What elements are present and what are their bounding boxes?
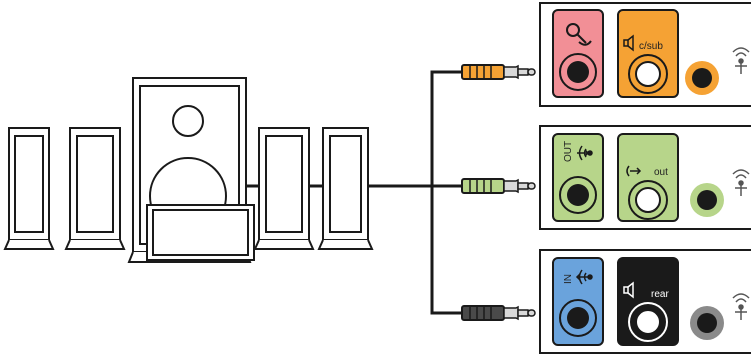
line-out-jack[interactable]: OUT	[552, 133, 604, 222]
jack-panel-1: c/sub	[539, 2, 751, 107]
front-out-jack[interactable]: out	[617, 133, 679, 222]
right-front-speaker	[253, 127, 315, 250]
line-in-label: IN	[563, 274, 574, 284]
center-sub-jack[interactable]: c/sub	[617, 9, 679, 98]
plug-green	[461, 178, 536, 194]
speaker-system	[3, 77, 374, 263]
orange-jack[interactable]	[685, 61, 719, 95]
line-in-jack[interactable]: IN	[552, 257, 604, 346]
speaker-icon	[623, 281, 634, 299]
usb-symbol-icon	[732, 293, 750, 320]
left-front-speaker	[64, 127, 126, 250]
green-jack[interactable]	[690, 183, 724, 217]
left-rear-speaker	[3, 127, 55, 250]
center-speaker	[146, 204, 255, 261]
plug-black	[461, 305, 536, 321]
cable-bundle	[246, 70, 462, 315]
front-out-label: out	[654, 167, 668, 178]
usb-symbol-icon	[732, 47, 750, 74]
microphone-icon	[566, 23, 592, 46]
mic-jack[interactable]	[552, 9, 604, 98]
right-rear-speaker	[317, 127, 374, 250]
jack-panel-2: OUT out	[539, 125, 751, 230]
rear-jack[interactable]: rear	[617, 257, 679, 346]
rear-label: rear	[651, 289, 669, 300]
audio-out-icon	[577, 145, 593, 161]
usb-symbol-icon	[732, 169, 750, 196]
audio-out-icon	[626, 165, 642, 177]
line-out-label: OUT	[563, 141, 574, 162]
plug-orange	[461, 64, 536, 80]
audio-in-icon	[575, 269, 593, 285]
tweeter-circle	[172, 105, 204, 137]
center-sub-label: c/sub	[639, 41, 663, 52]
jack-panel-3: IN rear	[539, 249, 751, 354]
speaker-icon	[623, 34, 634, 52]
gray-jack[interactable]	[690, 306, 724, 340]
